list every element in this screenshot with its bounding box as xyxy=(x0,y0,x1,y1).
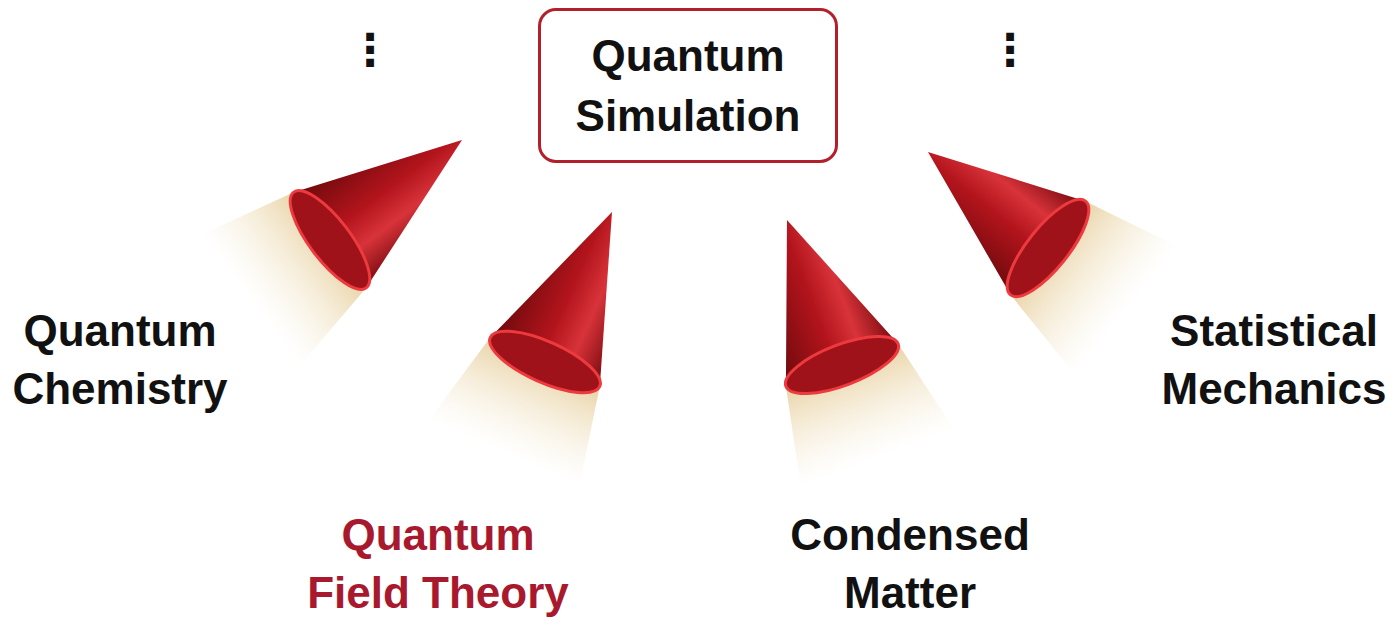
topic-box: Quantum Simulation xyxy=(538,8,838,163)
cone-shape xyxy=(429,179,687,487)
field-label: Statistical Mechanics xyxy=(1151,302,1397,418)
field-label: Condensed Matter xyxy=(779,506,1041,622)
cone-body xyxy=(482,188,667,406)
cone-body xyxy=(891,105,1102,307)
cone-shape xyxy=(877,88,1178,375)
cone-rim xyxy=(278,180,383,300)
field-label: Quantum Field Theory xyxy=(292,506,584,622)
cone-rim xyxy=(482,319,608,405)
cone-shape xyxy=(710,191,954,488)
cone-rim xyxy=(995,188,1102,307)
cone-rim xyxy=(779,325,906,406)
field-label: Quantum Chemistry xyxy=(4,302,236,418)
cone-body xyxy=(278,92,499,300)
ellipsis-mark: ⋮ xyxy=(980,26,1040,74)
box-title: Quantum Simulation xyxy=(561,26,815,146)
cone-shape xyxy=(201,75,512,366)
cone-body xyxy=(731,199,905,406)
ellipsis-mark: ⋮ xyxy=(340,26,400,74)
